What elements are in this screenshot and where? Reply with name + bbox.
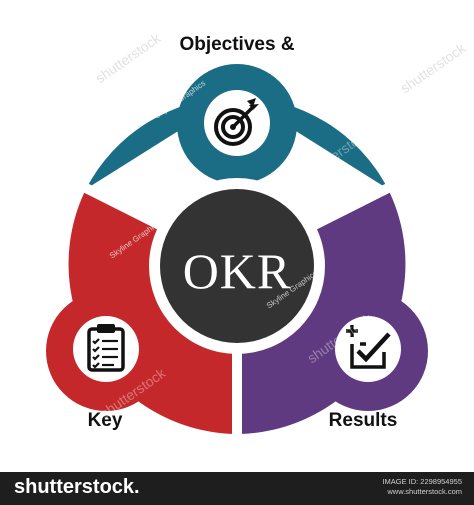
target-icon	[214, 98, 259, 146]
logo-suffix: .	[134, 476, 140, 498]
center-disc	[160, 189, 314, 343]
logo-text: shutterstock	[14, 476, 135, 498]
okr-diagram	[46, 64, 428, 434]
results-label: Results	[328, 410, 398, 431]
site-url-text: www.shutterstock.com	[387, 487, 462, 496]
task-checkbox-icon	[346, 325, 391, 369]
clipboard-checklist-icon	[87, 324, 125, 372]
footer-bar: shutterstock. IMAGE ID: 2298954955 www.s…	[0, 472, 474, 505]
key-label: Key	[87, 410, 123, 431]
image-id-block: IMAGE ID: 2298954955 www.shutterstock.co…	[382, 477, 462, 497]
image-id-text: IMAGE ID: 2298954955	[382, 477, 462, 486]
shutterstock-logo: shutterstock.	[14, 476, 140, 499]
okr-center-label: OKR	[182, 243, 292, 299]
objectives-label: Objectives &	[179, 34, 295, 55]
